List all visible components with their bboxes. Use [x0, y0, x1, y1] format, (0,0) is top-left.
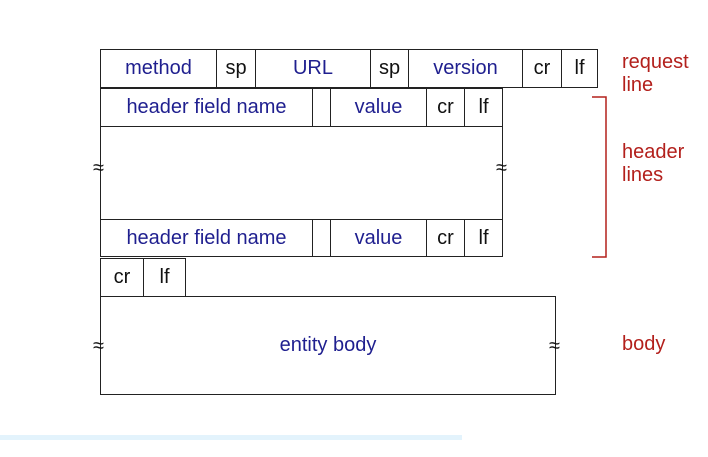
header-field-name-label-1: header field name	[126, 96, 287, 118]
header-field-name-2: header field name	[100, 219, 313, 257]
lf-label-header-2: lf	[478, 226, 489, 249]
value-label-1: value	[354, 96, 403, 118]
lf-label-request: lf	[574, 57, 585, 79]
cr-field-request: cr	[522, 49, 562, 88]
lf-field-blank-line: lf	[143, 258, 186, 297]
separator-field-2	[312, 219, 331, 257]
version-field: version	[408, 49, 523, 88]
entity-body-label: entity body	[279, 334, 377, 356]
lf-label-blank-line: lf	[159, 266, 170, 288]
cr-field-header-1: cr	[426, 88, 465, 127]
break-mark-header-right: ≈	[496, 157, 507, 179]
break-mark-body-left: ≈	[93, 335, 104, 357]
cr-label-header-1: cr	[437, 96, 454, 118]
cr-label-request: cr	[533, 57, 551, 79]
header-field-name-label-2: header field name	[126, 226, 287, 249]
separator-field-1	[312, 88, 331, 127]
cr-label-blank-line: cr	[113, 266, 131, 288]
lf-label-header-1: lf	[478, 96, 489, 118]
lf-field-request: lf	[561, 49, 598, 88]
header-lines-bracket	[592, 96, 607, 258]
body-label: body	[622, 333, 666, 355]
sp-field-2: sp	[370, 49, 409, 88]
value-field-2: value	[330, 219, 427, 257]
value-field-1: value	[330, 88, 427, 127]
header-field-name-1: header field name	[100, 88, 313, 127]
sp-label-2: sp	[378, 57, 401, 79]
bottom-divider	[0, 435, 462, 440]
header-lines-gap	[100, 126, 503, 220]
cr-field-blank-line: cr	[100, 258, 144, 297]
cr-field-header-2: cr	[426, 219, 465, 257]
header-lines-label: header lines	[622, 141, 685, 186]
value-label-2: value	[354, 226, 403, 249]
lf-field-header-2: lf	[464, 219, 503, 257]
sp-field-1: sp	[216, 49, 256, 88]
break-mark-body-right: ≈	[549, 335, 560, 357]
method-field: method	[100, 49, 217, 88]
cr-label-header-2: cr	[437, 226, 454, 249]
break-mark-header-left: ≈	[93, 157, 104, 179]
url-label: URL	[292, 57, 333, 79]
lf-field-header-1: lf	[464, 88, 503, 127]
url-field: URL	[255, 49, 371, 88]
version-label: version	[433, 57, 498, 79]
sp-label-1: sp	[225, 57, 247, 79]
method-label: method	[125, 57, 192, 79]
entity-body: entity body	[100, 296, 556, 395]
request-line-label: request line	[622, 51, 689, 96]
